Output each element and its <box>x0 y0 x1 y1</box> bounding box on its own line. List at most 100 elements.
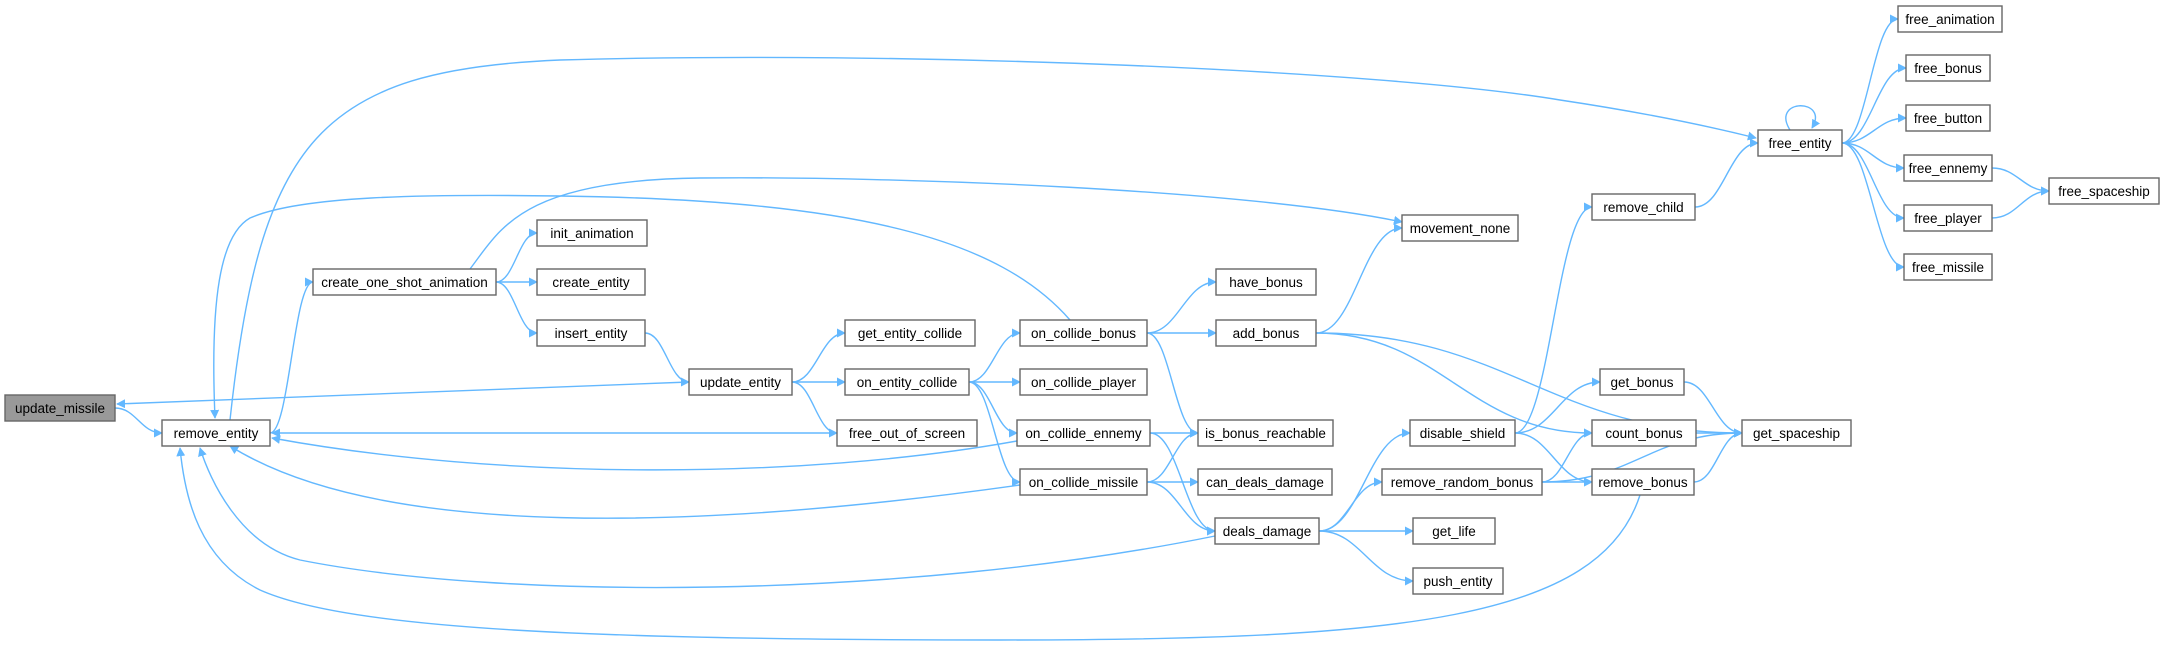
node-on_collide_bonus[interactable]: on_collide_bonus <box>1019 319 1148 347</box>
node-box <box>1412 567 1504 595</box>
node-get_life[interactable]: get_life <box>1412 517 1496 545</box>
node-label: get_spaceship <box>1753 426 1840 441</box>
edge-on_collide_bonus-to-have_bonus <box>1146 277 1217 334</box>
node-insert_entity[interactable]: insert_entity <box>536 319 646 347</box>
node-label: remove_bonus <box>1598 475 1688 490</box>
edge-on_entity_collide-to-on_collide_ennemy <box>968 381 1018 438</box>
node-label: can_deals_damage <box>1206 475 1324 490</box>
node-box <box>1197 468 1333 496</box>
edge-free_ennemy-to-free_spaceship <box>1991 167 2050 196</box>
node-box <box>1903 154 1993 182</box>
node-count_bonus[interactable]: count_bonus <box>1591 419 1697 447</box>
node-remove_bonus[interactable]: remove_bonus <box>1591 468 1695 496</box>
node-get_spaceship[interactable]: get_spaceship <box>1741 419 1852 447</box>
node-on_collide_player[interactable]: on_collide_player <box>1019 368 1148 396</box>
node-label: on_entity_collide <box>857 375 958 390</box>
node-label: free_ennemy <box>1909 161 1988 176</box>
node-create_entity[interactable]: create_entity <box>536 268 646 296</box>
edges-layer <box>114 14 2050 641</box>
node-free_out_of_screen[interactable]: free_out_of_screen <box>836 419 978 447</box>
edge-on_collide_missile-to-is_bonus_reachable <box>1146 428 1199 483</box>
edge-free_entity-to-free_animation <box>1841 14 1899 144</box>
edge-free_entity-to-free_entity <box>1785 105 1821 131</box>
node-label: free_bonus <box>1914 61 1982 76</box>
edge-add_bonus-to-movement_none <box>1315 223 1403 334</box>
node-get_entity_collide[interactable]: get_entity_collide <box>844 319 976 347</box>
node-update_entity[interactable]: update_entity <box>688 368 793 396</box>
node-disable_shield[interactable]: disable_shield <box>1409 419 1516 447</box>
node-movement_none[interactable]: movement_none <box>1401 214 1519 242</box>
edge-on_collide_missile-to-remove_entity <box>229 445 1021 519</box>
node-box <box>688 368 793 396</box>
edge-deals_damage-to-push_entity <box>1318 530 1414 586</box>
node-can_deals_damage[interactable]: can_deals_damage <box>1197 468 1333 496</box>
node-remove_entity[interactable]: remove_entity <box>161 419 271 447</box>
node-free_missile[interactable]: free_missile <box>1903 253 1993 281</box>
node-box <box>161 419 271 447</box>
edge-free_entity-to-free_player <box>1841 142 1905 223</box>
edge-disable_shield-to-get_bonus <box>1514 377 1601 434</box>
node-box <box>1591 419 1697 447</box>
node-box <box>1591 193 1696 221</box>
node-free_animation[interactable]: free_animation <box>1897 5 2003 33</box>
node-have_bonus[interactable]: have_bonus <box>1215 268 1317 296</box>
node-free_bonus[interactable]: free_bonus <box>1905 54 1991 82</box>
node-label: remove_child <box>1603 200 1683 215</box>
edge-on_collide_missile-to-deals_damage <box>1146 481 1216 536</box>
node-add_bonus[interactable]: add_bonus <box>1215 319 1317 347</box>
node-box <box>4 394 116 422</box>
node-label: create_entity <box>552 275 630 290</box>
edge-remove_entity-to-free_entity <box>229 56 1757 421</box>
node-box <box>844 368 970 396</box>
node-on_entity_collide[interactable]: on_entity_collide <box>844 368 970 396</box>
node-init_animation[interactable]: init_animation <box>536 219 648 247</box>
node-free_button[interactable]: free_button <box>1905 104 1991 132</box>
node-box <box>1215 319 1317 347</box>
node-label: init_animation <box>550 226 633 241</box>
node-deals_damage[interactable]: deals_damage <box>1214 517 1320 545</box>
node-push_entity[interactable]: push_entity <box>1412 567 1504 595</box>
node-label: on_collide_ennemy <box>1025 426 1142 441</box>
edge-free_entity-to-free_bonus <box>1841 63 1907 144</box>
edge-free_entity-to-free_button <box>1841 113 1907 144</box>
node-label: get_life <box>1432 524 1476 539</box>
edge-remove_bonus-to-remove_entity <box>176 447 1641 641</box>
node-box <box>1197 419 1334 447</box>
node-update_missile[interactable]: update_missile <box>4 394 116 422</box>
edge-create_one_shot_animation-to-init_animation <box>495 228 538 283</box>
node-on_collide_ennemy[interactable]: on_collide_ennemy <box>1016 419 1151 447</box>
nodes-layer: update_missile remove_entity create_one_sh… <box>4 5 2160 595</box>
node-free_spaceship[interactable]: free_spaceship <box>2048 177 2160 205</box>
edge-on_collide_bonus-to-is_bonus_reachable <box>1146 332 1199 438</box>
edge-free_player-to-free_spaceship <box>1991 186 2050 219</box>
edge-deals_damage-to-remove_entity <box>198 447 1216 589</box>
node-box <box>844 319 976 347</box>
node-box <box>1019 468 1148 496</box>
node-free_ennemy[interactable]: free_ennemy <box>1903 154 1993 182</box>
node-label: on_collide_bonus <box>1031 326 1136 341</box>
edge-disable_shield-to-remove_child <box>1514 202 1593 434</box>
node-create_one_shot_animation[interactable]: create_one_shot_animation <box>312 268 497 296</box>
node-box <box>836 419 978 447</box>
node-box <box>1903 204 1993 232</box>
node-free_entity[interactable]: free_entity <box>1757 129 1843 157</box>
edge-remove_child-to-free_entity <box>1694 138 1759 208</box>
node-remove_child[interactable]: remove_child <box>1591 193 1696 221</box>
node-box <box>1409 419 1516 447</box>
node-remove_random_bonus[interactable]: remove_random_bonus <box>1381 468 1543 496</box>
edge-insert_entity-to-update_entity <box>644 332 690 387</box>
node-label: free_entity <box>1768 136 1831 151</box>
node-on_collide_missile[interactable]: on_collide_missile <box>1019 468 1148 496</box>
node-label: disable_shield <box>1420 426 1506 441</box>
node-free_player[interactable]: free_player <box>1903 204 1993 232</box>
node-box <box>1897 5 2003 33</box>
node-is_bonus_reachable[interactable]: is_bonus_reachable <box>1197 419 1334 447</box>
edge-on_entity_collide-to-on_collide_bonus <box>968 328 1021 383</box>
node-get_bonus[interactable]: get_bonus <box>1599 368 1685 396</box>
node-box <box>312 268 497 296</box>
node-box <box>1741 419 1852 447</box>
edge-create_one_shot_animation-to-movement_none <box>469 177 1403 270</box>
edge-free_entity-to-free_ennemy <box>1841 142 1905 173</box>
edge-update_entity-to-get_entity_collide <box>791 328 846 383</box>
